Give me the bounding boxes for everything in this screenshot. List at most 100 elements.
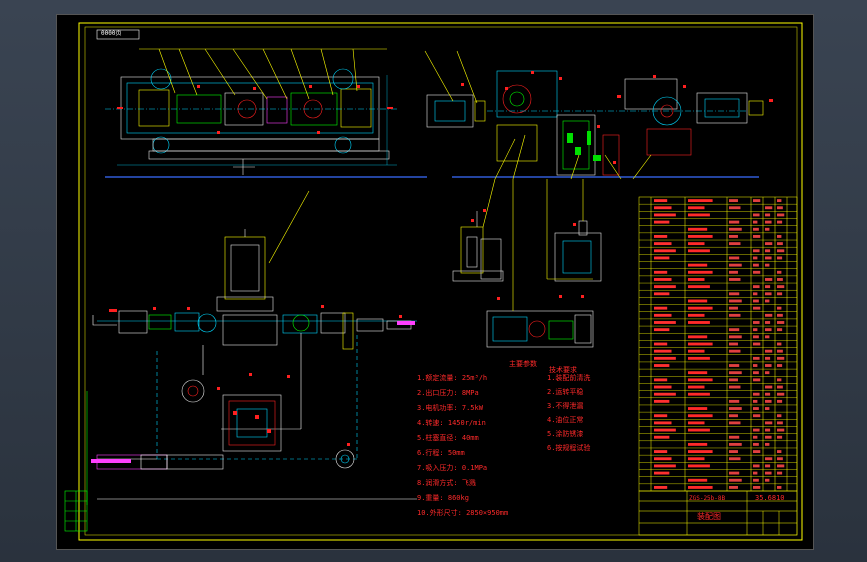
bom-cell-text bbox=[777, 342, 782, 346]
bom-cell-text bbox=[729, 399, 740, 403]
bom-cell-text bbox=[753, 478, 759, 482]
bom-cell-text bbox=[765, 285, 771, 289]
bom-cell-text bbox=[729, 421, 741, 425]
top-left-red-marks bbox=[117, 85, 393, 134]
bom-cell-text bbox=[654, 220, 670, 224]
bom-cell-text bbox=[654, 292, 670, 296]
drawing-title: 装配图 bbox=[697, 512, 721, 521]
bom-cell-text bbox=[688, 249, 710, 253]
bom-cell-text bbox=[729, 342, 738, 346]
bom-cell-text bbox=[765, 292, 772, 296]
tech-req-line: 6.按规程试验 bbox=[547, 444, 591, 452]
bom-cell-text bbox=[777, 457, 783, 461]
bom-cell-text bbox=[753, 392, 760, 396]
bom-cell-text bbox=[777, 471, 783, 475]
bom-cell-text bbox=[688, 313, 705, 317]
bom-cell-text bbox=[765, 457, 773, 461]
bom-cell-text bbox=[777, 356, 785, 360]
bom-cell-text bbox=[765, 464, 771, 468]
bom-cell-text bbox=[729, 407, 742, 410]
bom-cell-text bbox=[765, 335, 770, 339]
bom-cell-text bbox=[729, 220, 740, 224]
tech-req-line: 5.涂防锈漆 bbox=[547, 430, 584, 438]
bom-cell-text bbox=[765, 206, 773, 210]
bom-cell-text bbox=[654, 213, 676, 217]
bom-cell-text bbox=[753, 213, 760, 217]
bom-cell-text bbox=[688, 335, 708, 339]
bom-cell-text bbox=[753, 328, 758, 332]
bom-cell-text bbox=[777, 464, 785, 468]
bom-rows bbox=[639, 199, 797, 489]
bom-cell-text bbox=[777, 450, 782, 453]
bom-cell-text bbox=[777, 249, 785, 253]
spec-line: 7.吸入压力: 0.1MPa bbox=[417, 464, 488, 472]
bom-cell-text bbox=[753, 407, 759, 410]
bom-cell-text bbox=[765, 478, 770, 482]
bom-cell-text bbox=[729, 278, 741, 281]
bom-cell-text bbox=[777, 435, 783, 439]
lower-left-diagram bbox=[64, 190, 417, 532]
bom-cell-text bbox=[753, 227, 759, 231]
bom-cell-text bbox=[729, 364, 740, 367]
bom-cell-text bbox=[729, 442, 742, 446]
bom-cell-text bbox=[654, 242, 672, 246]
lower-left-red-marks bbox=[109, 305, 402, 446]
bom-cell-text bbox=[765, 356, 771, 360]
stamp-label: 0000页 bbox=[101, 30, 122, 37]
bom-cell-text bbox=[688, 306, 713, 310]
bom-cell-text bbox=[753, 414, 761, 418]
bom-cell-text bbox=[753, 464, 760, 468]
bom-cell-text bbox=[753, 335, 759, 339]
bom-cell-text bbox=[729, 227, 742, 231]
bom-cell-text bbox=[729, 478, 742, 482]
bom-cell-text bbox=[654, 313, 672, 317]
lower-mid-red-marks bbox=[471, 209, 584, 300]
bom-cell-text bbox=[765, 256, 772, 260]
bom-cell-text bbox=[729, 335, 742, 339]
bom-cell-text bbox=[688, 349, 705, 353]
bom-cell-text bbox=[729, 292, 740, 296]
bom-cell-text bbox=[777, 421, 783, 425]
bom-cell-text bbox=[688, 414, 713, 418]
bom-cell-text bbox=[654, 285, 676, 289]
bom-cell-text bbox=[777, 485, 782, 489]
drawing-canvas[interactable] bbox=[57, 15, 813, 549]
bom-cell-text bbox=[654, 235, 668, 238]
bom-cell-text bbox=[765, 407, 770, 410]
lower-left-pink-bar bbox=[91, 321, 415, 463]
bom-cell-text bbox=[729, 235, 738, 238]
bom-cell-text bbox=[688, 227, 708, 231]
bom-cell-text bbox=[688, 285, 710, 289]
bom-cell-text bbox=[654, 457, 672, 461]
bom-cell-text bbox=[777, 399, 783, 403]
bom-cell-text bbox=[765, 299, 770, 303]
top-right-red-marks bbox=[461, 71, 773, 164]
bom-cell-text bbox=[688, 206, 705, 210]
bom-cell-text bbox=[765, 371, 770, 375]
bom-cell-text bbox=[753, 371, 759, 375]
bom-cell-text bbox=[777, 364, 783, 367]
bom-cell-text bbox=[777, 235, 782, 238]
bom-cell-text bbox=[688, 378, 713, 382]
bom-cell-text bbox=[765, 421, 773, 425]
bom-cell-text bbox=[654, 414, 668, 418]
bom-cell-text bbox=[688, 299, 708, 303]
bom-cell-text bbox=[777, 428, 785, 432]
bom-cell-text bbox=[654, 399, 670, 403]
bom-cell-text bbox=[688, 464, 710, 468]
spec-line: 5.柱塞直径: 40mm bbox=[417, 434, 479, 442]
bom-cell-text bbox=[688, 242, 705, 246]
spec-line: 1.额定流量: 25m³/h bbox=[417, 374, 488, 382]
bom-cell-text bbox=[688, 407, 708, 410]
bom-cell-text bbox=[729, 385, 741, 389]
bom-cell-text bbox=[654, 485, 668, 489]
bom-cell-text bbox=[777, 285, 785, 289]
bom-cell-text bbox=[753, 306, 761, 310]
top-right-green-parts bbox=[567, 131, 601, 161]
bom-cell-text bbox=[654, 450, 668, 453]
bom-cell-text bbox=[753, 256, 758, 260]
bom-cell-text bbox=[765, 213, 771, 217]
bom-cell-text bbox=[688, 428, 710, 432]
bom-cell-text bbox=[729, 270, 738, 274]
